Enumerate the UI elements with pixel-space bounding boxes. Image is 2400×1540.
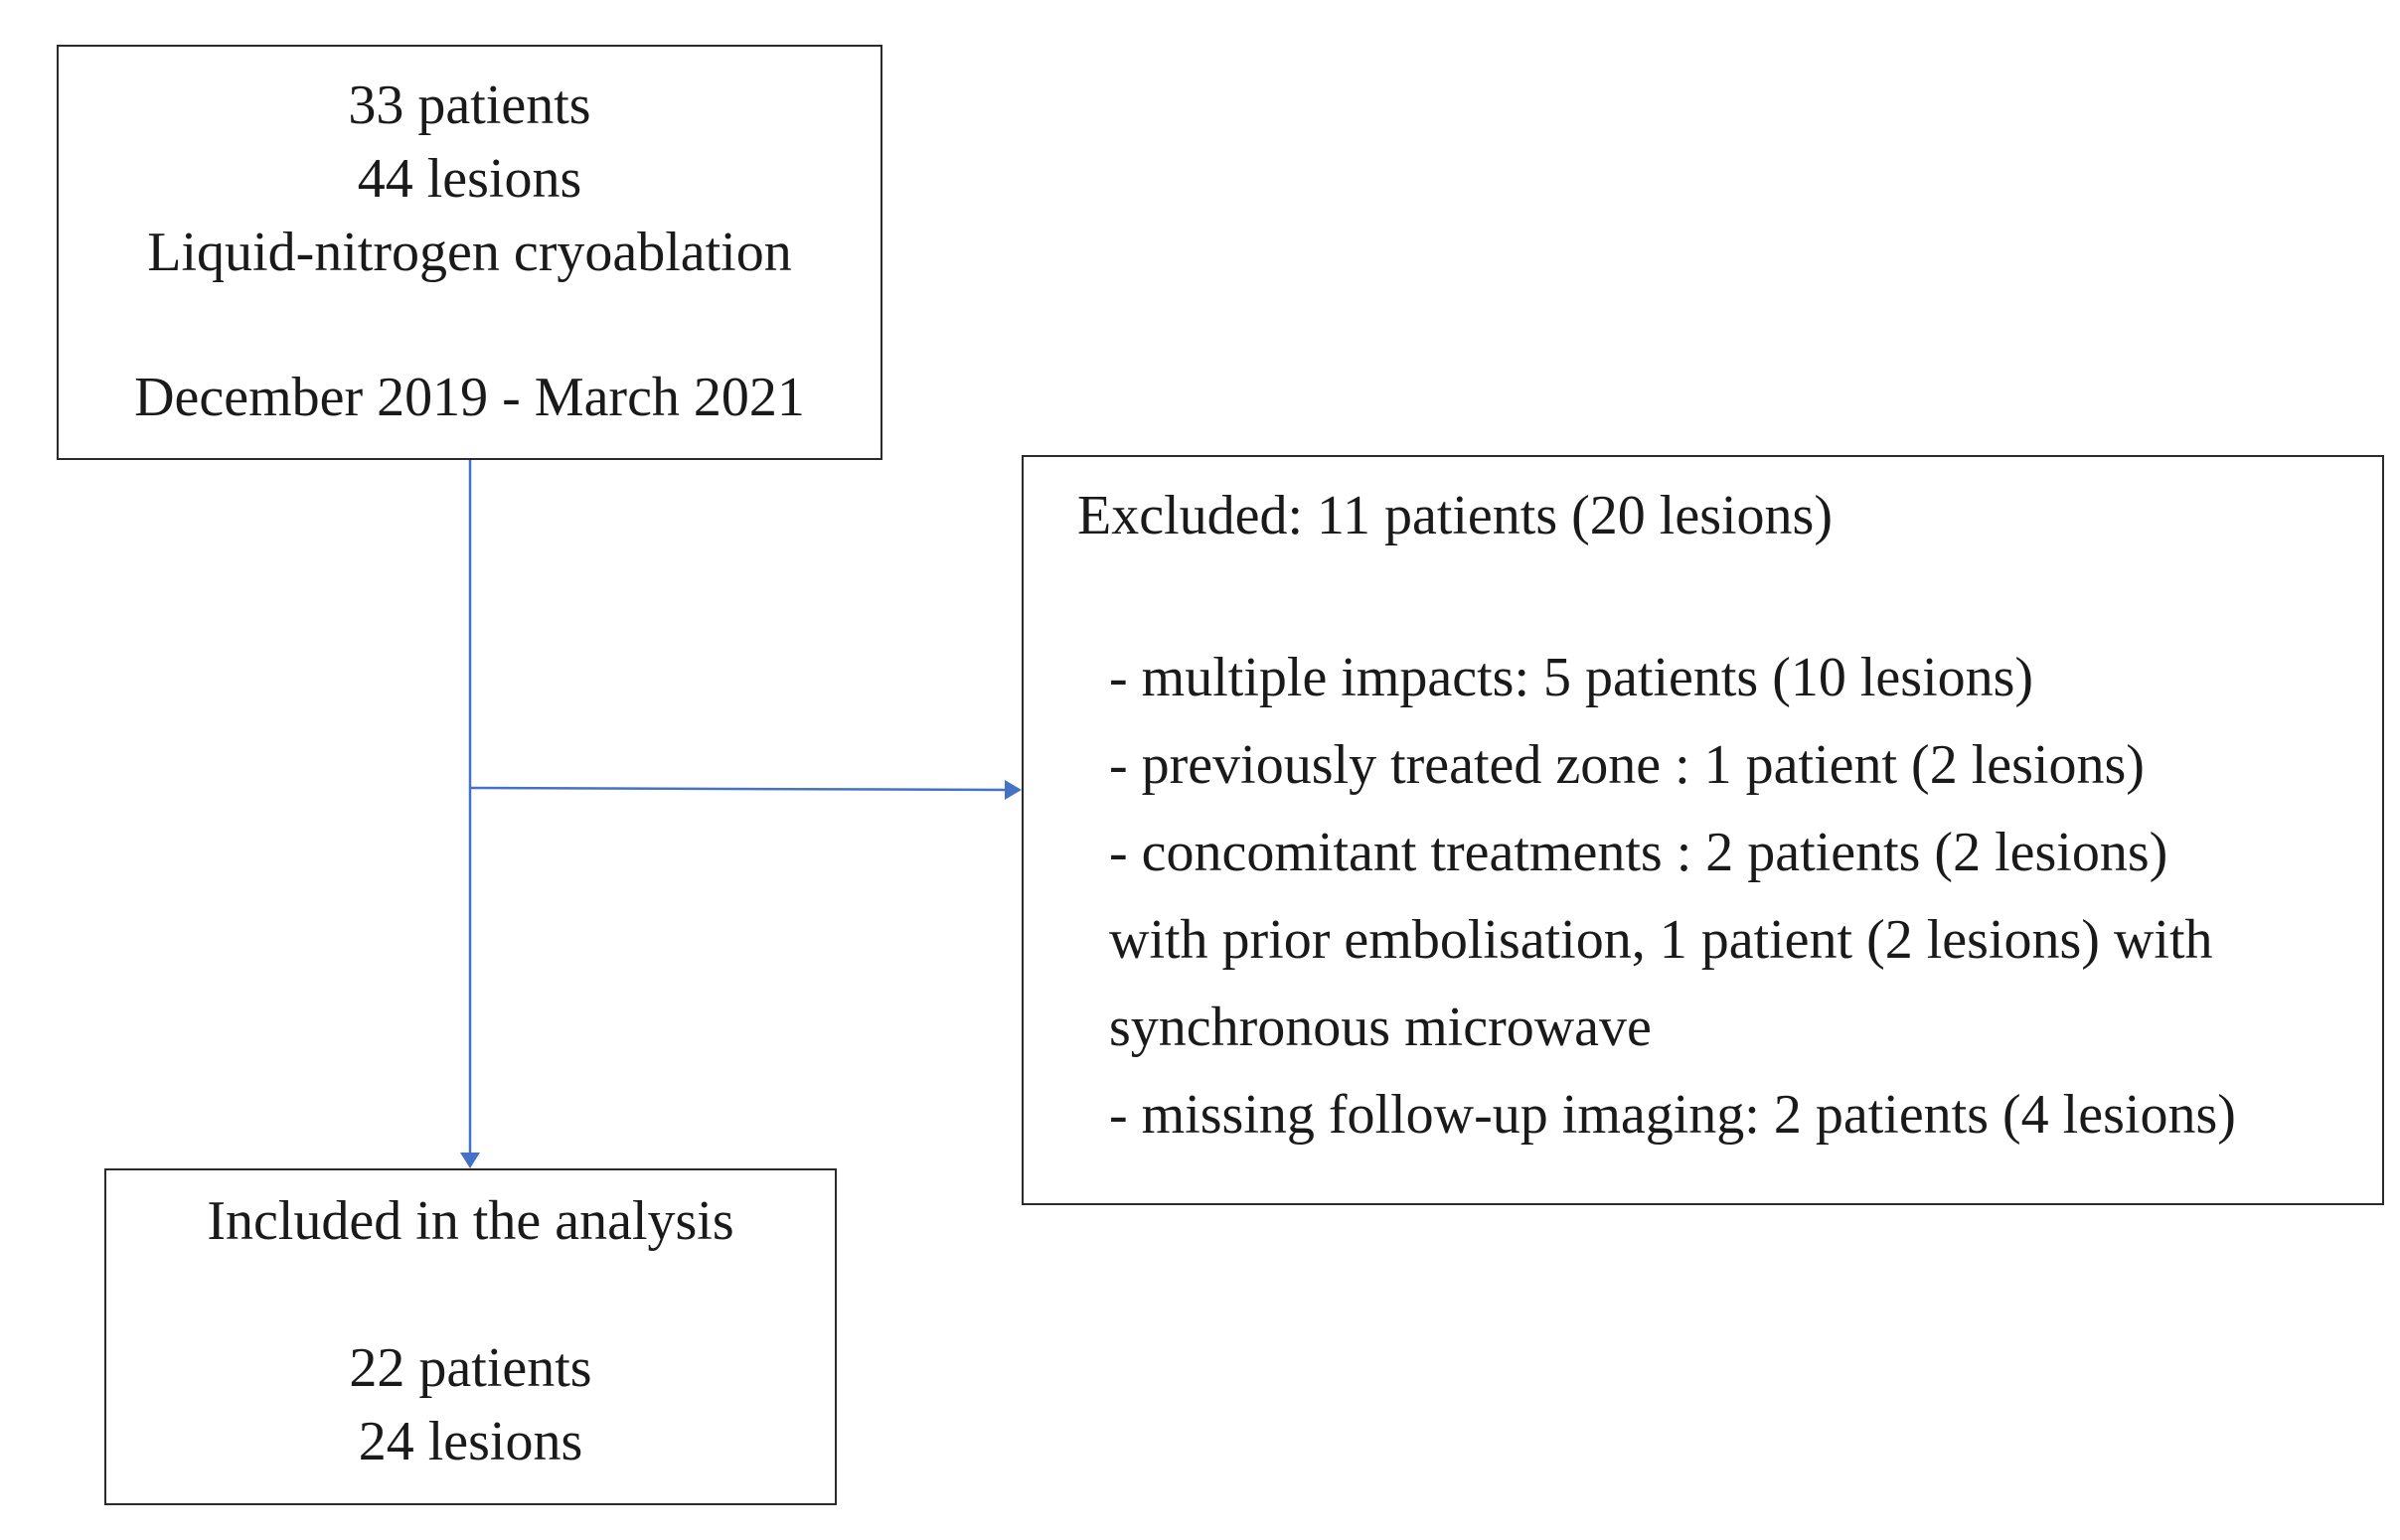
included-patients-count: 22 patients [349, 1337, 592, 1399]
excluded-item-missing-followup: - missing follow-up imaging: 2 patients … [1109, 1084, 2236, 1146]
source-patients-count: 33 patients [348, 75, 591, 136]
arrowhead-down [460, 1153, 480, 1168]
source-lesions-count: 44 lesions [357, 148, 582, 210]
source-period: December 2019 - March 2021 [134, 367, 805, 428]
excluded-box: Excluded: 11 patients (20 lesions) - mul… [1022, 455, 2384, 1205]
included-spacer [106, 1258, 835, 1331]
source-spacer [59, 289, 880, 361]
included-box: Included in the analysis 22 patients 24 … [104, 1168, 837, 1505]
excluded-item-previously-treated: - previously treated zone : 1 patient (2… [1109, 734, 2145, 796]
excluded-item-concomitant-cont-1: with prior embolisation, 1 patient (2 le… [1109, 909, 2213, 971]
included-heading: Included in the analysis [207, 1190, 734, 1252]
excluded-item-concomitant-cont-2: synchronous microwave [1109, 997, 1652, 1058]
excluded-item-concomitant: - concomitant treatments : 2 patients (2… [1109, 822, 2168, 883]
source-procedure: Liquid-nitrogen cryoablation [147, 222, 792, 283]
excluded-item-multiple-impacts: - multiple impacts: 5 patients (10 lesio… [1109, 647, 2034, 708]
horizontal-connector [469, 786, 1008, 792]
source-population-box: 33 patients 44 lesions Liquid-nitrogen c… [57, 45, 882, 460]
excluded-heading: Excluded: 11 patients (20 lesions) [1077, 485, 1833, 546]
arrowhead-right [1005, 780, 1022, 800]
included-lesions-count: 24 lesions [358, 1411, 583, 1472]
